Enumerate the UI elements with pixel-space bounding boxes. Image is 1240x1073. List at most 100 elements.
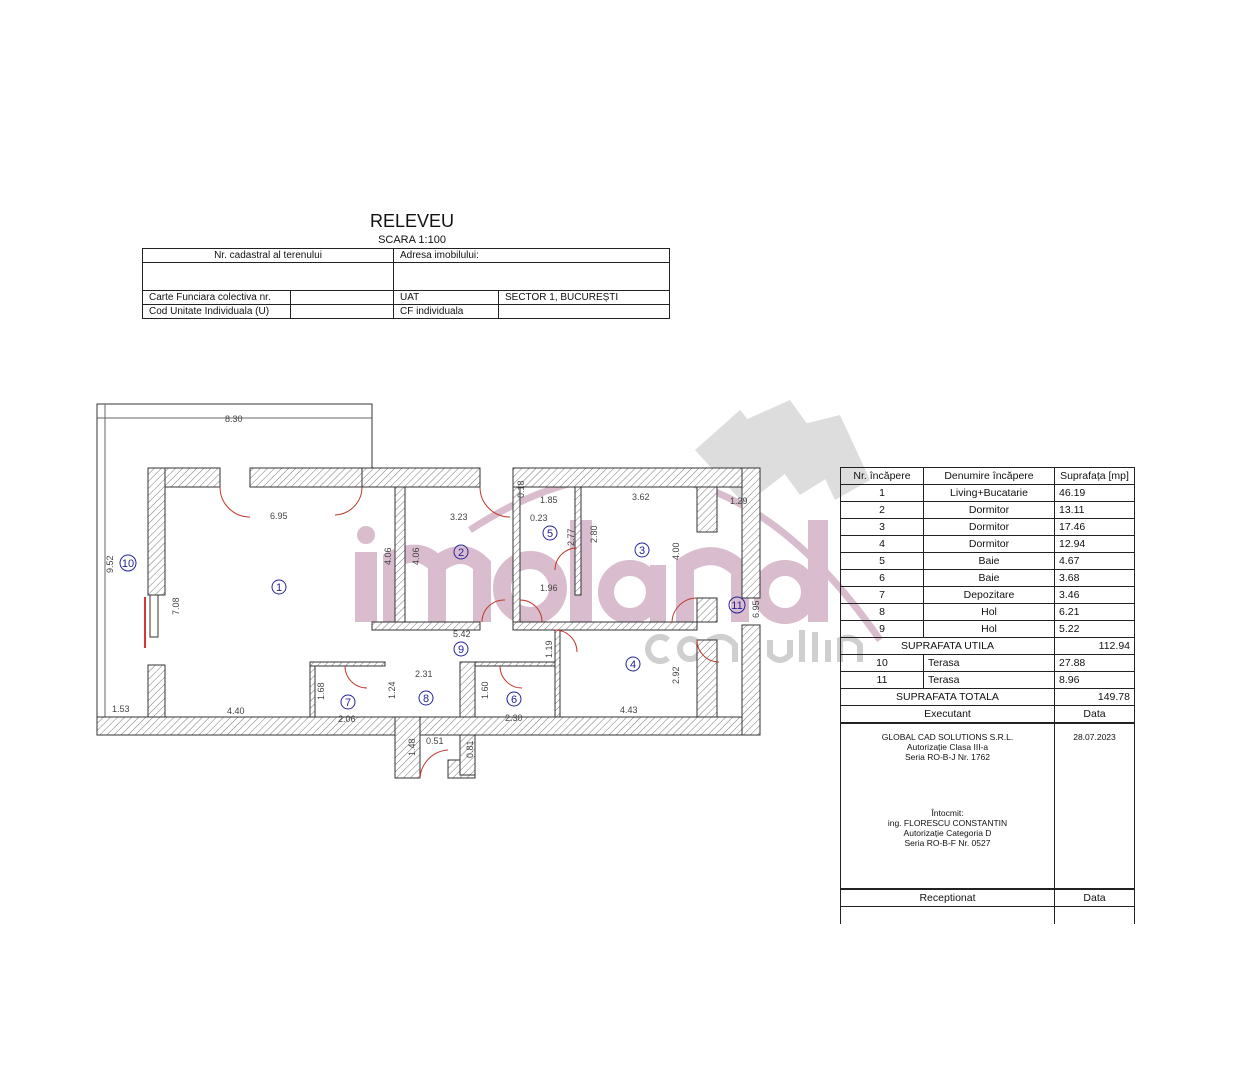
room-nr: 2 [840, 501, 924, 519]
dim-label: 4.06 [411, 547, 421, 565]
execution-date: 28.07.2023 [1054, 722, 1135, 890]
dim-label: 9.52 [105, 555, 115, 573]
utila-label: SUPRAFATA UTILA [840, 637, 1055, 655]
room-name: Dormitor [923, 535, 1055, 553]
cod-unitate-label: Cod Unitate Individuala (U) [142, 304, 291, 319]
dim-label: 1.85 [540, 495, 558, 505]
room-nr: 9 [840, 620, 924, 638]
dim-label: 3.23 [450, 512, 468, 522]
window [149, 594, 159, 638]
room-area: 6.21 [1054, 603, 1135, 621]
dim-label: 1.19 [544, 640, 554, 658]
room-number-circles [119, 525, 746, 710]
room-nr: 11 [840, 671, 924, 689]
dim-label: 2.31 [415, 669, 433, 679]
room-nr: 3 [840, 518, 924, 536]
room-name: Depozitare [923, 586, 1055, 604]
dim-label: 0.51 [426, 736, 444, 746]
dim-label: 1.48 [407, 738, 417, 756]
intocmit-authorization: Autorizație Categoria D [903, 828, 992, 838]
adresa-label: Adresa imobilului: [393, 248, 670, 263]
dim-label: 3.62 [632, 492, 650, 502]
executant-label: Executant [840, 705, 1055, 724]
dim-label: 5.42 [453, 629, 471, 639]
room-label-6: 6 [511, 694, 517, 706]
room-name: Hol [923, 603, 1055, 621]
room-name: Terasa [923, 671, 1055, 689]
room-label-10: 10 [122, 558, 134, 570]
room-nr: 7 [840, 586, 924, 604]
dim-label: 7.08 [171, 597, 181, 615]
intocmit-series: Seria RO-B-F Nr. 0527 [904, 838, 991, 848]
dim-label: 4.43 [620, 705, 638, 715]
room-label-5: 5 [547, 528, 553, 540]
intocmit-label: Întocmit: [931, 808, 964, 818]
walls [96, 467, 761, 779]
dim-label: 2.92 [671, 666, 681, 684]
doors [219, 486, 720, 779]
room-label-7: 7 [345, 697, 351, 709]
uat-value: SECTOR 1, BUCUREȘTI [498, 290, 670, 305]
room-name: Baie [923, 552, 1055, 570]
room-area: 3.68 [1054, 569, 1135, 587]
terrace-outline [96, 403, 373, 735]
dim-label: 0.18 [516, 480, 526, 498]
dim-label: 6.95 [270, 511, 288, 521]
room-label-1: 1 [276, 582, 282, 594]
rooms-table: Nr. încăpere Denumire încăpere Suprafața… [840, 467, 1135, 924]
room-area: 5.22 [1054, 620, 1135, 638]
dim-label: 1.60 [480, 681, 490, 699]
totala-label: SUPRAFATA TOTALA [840, 688, 1055, 706]
data-label: Data [1054, 705, 1135, 724]
room-name: Hol [923, 620, 1055, 638]
nr-cadastral-label: Nr. cadastral al terenului [142, 248, 394, 263]
room-name: Living+Bucatarie [923, 484, 1055, 502]
room-label-8: 8 [423, 693, 429, 705]
totala-value: 149.78 [1054, 688, 1135, 706]
room-area: 17.46 [1054, 518, 1135, 536]
dim-label: 2.80 [589, 525, 599, 543]
dim-label: 6.95 [751, 600, 761, 618]
dim-label: 2.77 [566, 528, 576, 546]
room-name: Dormitor [923, 518, 1055, 536]
room-area: 8.96 [1054, 671, 1135, 689]
room-label-9: 9 [458, 644, 464, 656]
room-nr: 1 [840, 484, 924, 502]
dim-label: 0.23 [530, 513, 548, 523]
cf-individuala-label: CF individuala [393, 304, 499, 319]
dim-label: 1.24 [387, 681, 397, 699]
room-nr: 5 [840, 552, 924, 570]
room-nr: 6 [840, 569, 924, 587]
executant-series: Seria RO-B-J Nr. 1762 [904, 752, 991, 762]
room-area: 3.46 [1054, 586, 1135, 604]
executant-company: GLOBAL CAD SOLUTIONS S.R.L. [881, 732, 1014, 742]
dim-label: 1.68 [316, 682, 326, 700]
room-nr: 4 [840, 535, 924, 553]
scale-label: SCARA 1:100 [378, 234, 446, 246]
room-label-11: 11 [731, 600, 742, 612]
receptionat-data-label: Data [1054, 888, 1135, 907]
intocmit-name: ing. FLORESCU CONSTANTIN [887, 818, 1008, 828]
room-area: 13.11 [1054, 501, 1135, 519]
dim-label: 4.06 [383, 547, 393, 565]
room-nr: 10 [840, 654, 924, 672]
dim-label: 2.30 [505, 713, 523, 723]
dim-label: 1.29 [730, 496, 748, 506]
uat-label: UAT [393, 290, 499, 305]
room-area: 12.94 [1054, 535, 1135, 553]
room-name: Terasa [923, 654, 1055, 672]
room-label-4: 4 [630, 659, 636, 671]
room-name: Dormitor [923, 501, 1055, 519]
col-header-area: Suprafața [mp] [1054, 467, 1135, 485]
